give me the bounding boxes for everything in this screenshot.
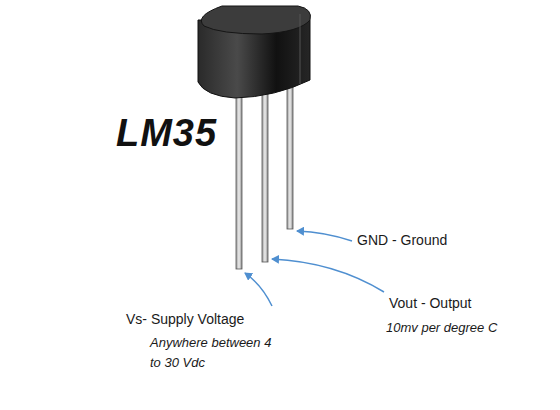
- pin-label: Vout - Output: [389, 295, 472, 311]
- flat-face-edge: [300, 14, 301, 84]
- vout-pin: [262, 90, 268, 262]
- gnd-pin: [287, 80, 293, 229]
- note: Anywhere between 4 to 30 Vdc: [150, 333, 278, 373]
- gnd-leader: [297, 231, 352, 241]
- vs-pin: [236, 88, 242, 269]
- pin-label: Vs- Supply Voltage: [126, 311, 244, 327]
- vs-leader: [245, 273, 272, 306]
- package-top: [201, 6, 310, 34]
- part-title: LM35: [116, 112, 217, 155]
- note: 10mv per degree C: [386, 320, 497, 335]
- pin-label: GND - Ground: [357, 232, 447, 248]
- vout-leader: [272, 259, 384, 292]
